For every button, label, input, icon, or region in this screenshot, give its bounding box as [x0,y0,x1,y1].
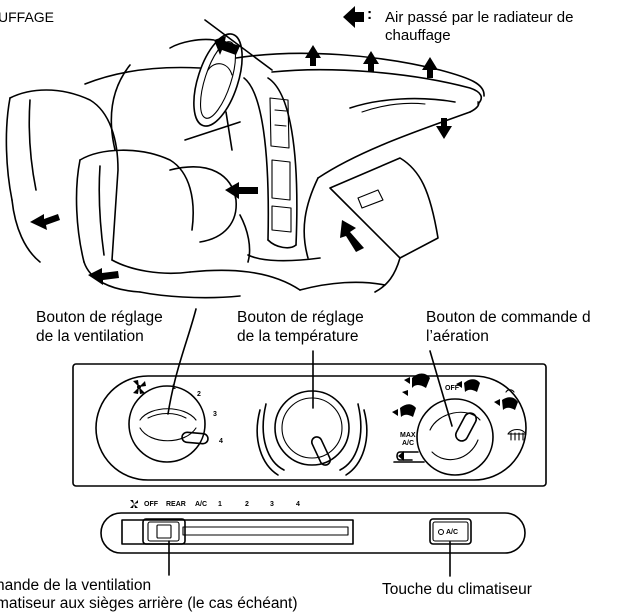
fan-small-icon [130,500,138,508]
rear-ventilation-label-line1: nande de la ventilation [0,577,152,594]
defrost-icon [507,428,527,441]
air-mode-knob[interactable] [416,398,494,476]
mode-face-icon [456,379,480,392]
car-interior-illustration [5,19,485,299]
ventilation-knob-label-line1: Bouton de réglage [36,309,163,326]
recirculation-icon [393,451,425,463]
legend-arrow-icon [343,6,364,28]
temperature-knob-label-line2: de la température [237,328,359,345]
max-ac-label-line1: MAX [400,432,416,439]
fan-speed-knob[interactable] [128,385,209,463]
mode-floor-icon [392,404,416,417]
aeration-knob-label-line1: Bouton de commande d [426,309,591,326]
slider-mark-2: 2 [245,501,249,508]
slider-mark-off: OFF [144,501,159,508]
temperature-knob[interactable] [256,390,368,476]
fan-icon [133,380,146,394]
mode-floor-defrost-icon [494,389,518,410]
mode-vent-floor-icon [402,373,430,396]
section-title: UFFAGE [0,9,55,25]
slider-mark-1: 1 [218,501,222,508]
slider-mark-ac: A/C [195,501,207,508]
max-ac-label-line2: A/C [402,440,414,447]
legend-text-line2: chauffage [385,27,451,44]
slider-mark-rear: REAR [166,501,186,508]
control-panel: 1 2 3 4 OFF MAX A/C OFF REAR A/C 1 2 3 4… [72,363,547,554]
aeration-knob-label-line2: l’aération [426,328,489,345]
legend-key: : [367,6,373,23]
fan-speed-2: 2 [197,391,201,398]
fan-speed-3: 3 [213,411,217,418]
ventilation-knob-label-line2: de la ventilation [36,328,144,345]
ac-button-label[interactable]: A/C [446,529,458,536]
leader-lines [167,308,453,577]
ac-key-label: Touche du climatiseur [382,581,532,598]
slider-mark-3: 3 [270,501,274,508]
slider-mark-4: 4 [296,501,300,508]
rear-ventilation-label-line2: matiseur aux sièges arrière (le cas éché… [0,595,298,612]
fan-speed-4: 4 [219,438,223,445]
mode-off-label: OFF [445,385,460,392]
temperature-knob-label-line1: Bouton de réglage [237,309,364,326]
legend-text-line1: Air passé par le radiateur de [385,9,574,26]
